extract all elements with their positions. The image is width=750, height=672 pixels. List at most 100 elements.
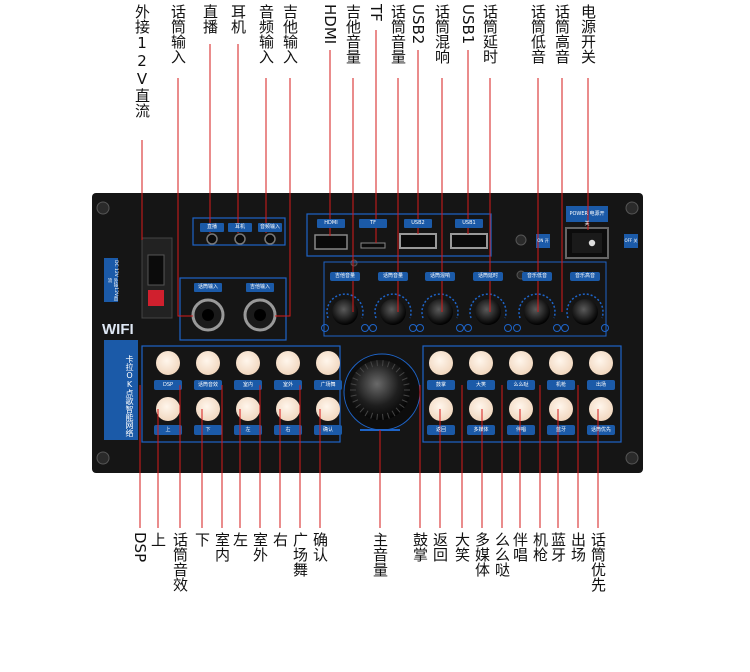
knob-4[interactable] — [464, 293, 512, 332]
bottom-label-dsp: DSP — [131, 532, 149, 563]
minus-mark — [513, 324, 521, 332]
minus-mark — [464, 324, 472, 332]
left-button-top-5[interactable] — [314, 351, 342, 390]
knob-row — [321, 293, 609, 332]
right-bottom-tag: 多媒体 — [473, 427, 489, 433]
right-button-bottom-5[interactable] — [587, 397, 615, 435]
right-button-box — [422, 345, 622, 443]
dc-tag-box — [104, 258, 118, 302]
knob-cap — [475, 299, 501, 325]
knob-3[interactable] — [416, 293, 464, 332]
knob-cap — [572, 299, 598, 325]
right-top-tag: 鼓掌 — [435, 382, 446, 388]
button-cap — [509, 397, 533, 421]
on-tag-box — [536, 234, 550, 248]
button-cap — [549, 397, 573, 421]
left-button-bottom-5[interactable] — [314, 397, 342, 435]
button-tag-bg — [314, 380, 342, 390]
top-label-mic-delay: 话筒延时 — [481, 4, 499, 64]
button-cap — [509, 351, 533, 375]
bottom-label-right: 右 — [271, 532, 289, 547]
minus-mark — [369, 324, 377, 332]
knob-tag-bg — [570, 272, 600, 281]
button-tag-bg — [467, 380, 495, 390]
jack-group-box — [192, 217, 286, 246]
knob-tag-bg — [473, 272, 503, 281]
guitar-tag: 吉他输入 — [249, 284, 270, 290]
left-top-tag: 广场舞 — [320, 382, 336, 388]
knob-1[interactable] — [321, 293, 369, 332]
button-tag-bg — [194, 380, 222, 390]
button-tag-bg — [154, 380, 182, 390]
button-tag-bg — [507, 380, 535, 390]
jack-tag: 耳机 — [234, 224, 245, 230]
button-tag-bg — [154, 425, 182, 435]
button-cap — [276, 351, 300, 375]
button-cap — [589, 397, 613, 421]
bottom-label-outdoor: 室外 — [251, 532, 269, 562]
right-button-top-4[interactable] — [547, 351, 575, 390]
knob-tag: 话筒延时 — [477, 273, 498, 279]
left-button-top-1[interactable] — [154, 351, 182, 390]
left-button-top-3[interactable] — [234, 351, 262, 390]
right-bottom-tag: 伴唱 — [515, 427, 526, 433]
knob-5[interactable] — [513, 293, 561, 332]
left-top-tag: 话筒音效 — [197, 382, 218, 388]
right-button-bottom-1[interactable] — [427, 397, 455, 435]
right-button-bottom-3[interactable] — [507, 397, 535, 435]
right-button-top-5[interactable] — [587, 351, 615, 390]
panel-body — [92, 193, 643, 473]
button-tag-bg — [274, 425, 302, 435]
button-cap — [469, 397, 493, 421]
port-tag-bg — [455, 219, 483, 228]
right-top-tag: 出场 — [595, 382, 606, 388]
button-tag-bg — [507, 425, 535, 435]
left-button-top-2[interactable] — [194, 351, 222, 390]
top-label-mic-in: 话筒输入 — [169, 4, 187, 64]
bottom-label-memeda: 么么哒 — [493, 532, 511, 577]
minus-mark — [321, 324, 329, 332]
top-label-live: 直播 — [201, 4, 219, 34]
port-tag-bg — [404, 219, 432, 228]
bottom-label-applause: 鼓掌 — [411, 532, 429, 562]
knob-tag-bg — [330, 272, 360, 281]
right-button-bottom-2[interactable] — [467, 397, 495, 435]
bottom-label-down: 下 — [193, 532, 211, 547]
button-cap — [156, 397, 180, 421]
left-button-top-4[interactable] — [274, 351, 302, 390]
right-button-top-3[interactable] — [507, 351, 535, 390]
knob-tag: 音乐低音 — [526, 273, 547, 279]
left-button-bottom-3[interactable] — [234, 397, 262, 435]
top-label-usb1: USB1 — [459, 4, 477, 45]
button-tag-bg — [274, 380, 302, 390]
button-cap — [316, 351, 340, 375]
dc-tag: DC 12V 外接12V直流 — [107, 259, 118, 301]
left-button-bottom-1[interactable] — [154, 397, 182, 435]
button-tag-bg — [427, 380, 455, 390]
right-button-bottom-4[interactable] — [547, 397, 575, 435]
top-label-usb2: USB2 — [409, 4, 427, 45]
master-knob-ridges — [350, 360, 410, 420]
right-button-top-1[interactable] — [427, 351, 455, 390]
bottom-label-up: 上 — [149, 532, 167, 547]
knob-cap — [524, 299, 550, 325]
top-label-guitar-vol: 吉他音量 — [344, 4, 362, 64]
bottom-label-appear: 出场 — [569, 532, 587, 562]
top-label-mic-treble: 话筒高音 — [553, 4, 571, 64]
hdmi-port — [314, 234, 348, 250]
button-tag-bg — [194, 425, 222, 435]
brand-strip — [104, 340, 138, 440]
port-tag-bg — [317, 219, 345, 228]
knob-scale — [326, 293, 364, 319]
plus-mark — [601, 324, 609, 332]
top-label-mic-bass: 话筒低音 — [529, 4, 547, 64]
power-switch-rocker — [572, 233, 602, 253]
button-cap — [589, 351, 613, 375]
minus-mark — [561, 324, 569, 332]
left-button-bottom-4[interactable] — [274, 397, 302, 435]
knob-6[interactable] — [561, 293, 609, 332]
right-button-top-2[interactable] — [467, 351, 495, 390]
button-cap — [196, 351, 220, 375]
left-button-group — [154, 351, 342, 435]
knob-scale — [421, 293, 459, 319]
